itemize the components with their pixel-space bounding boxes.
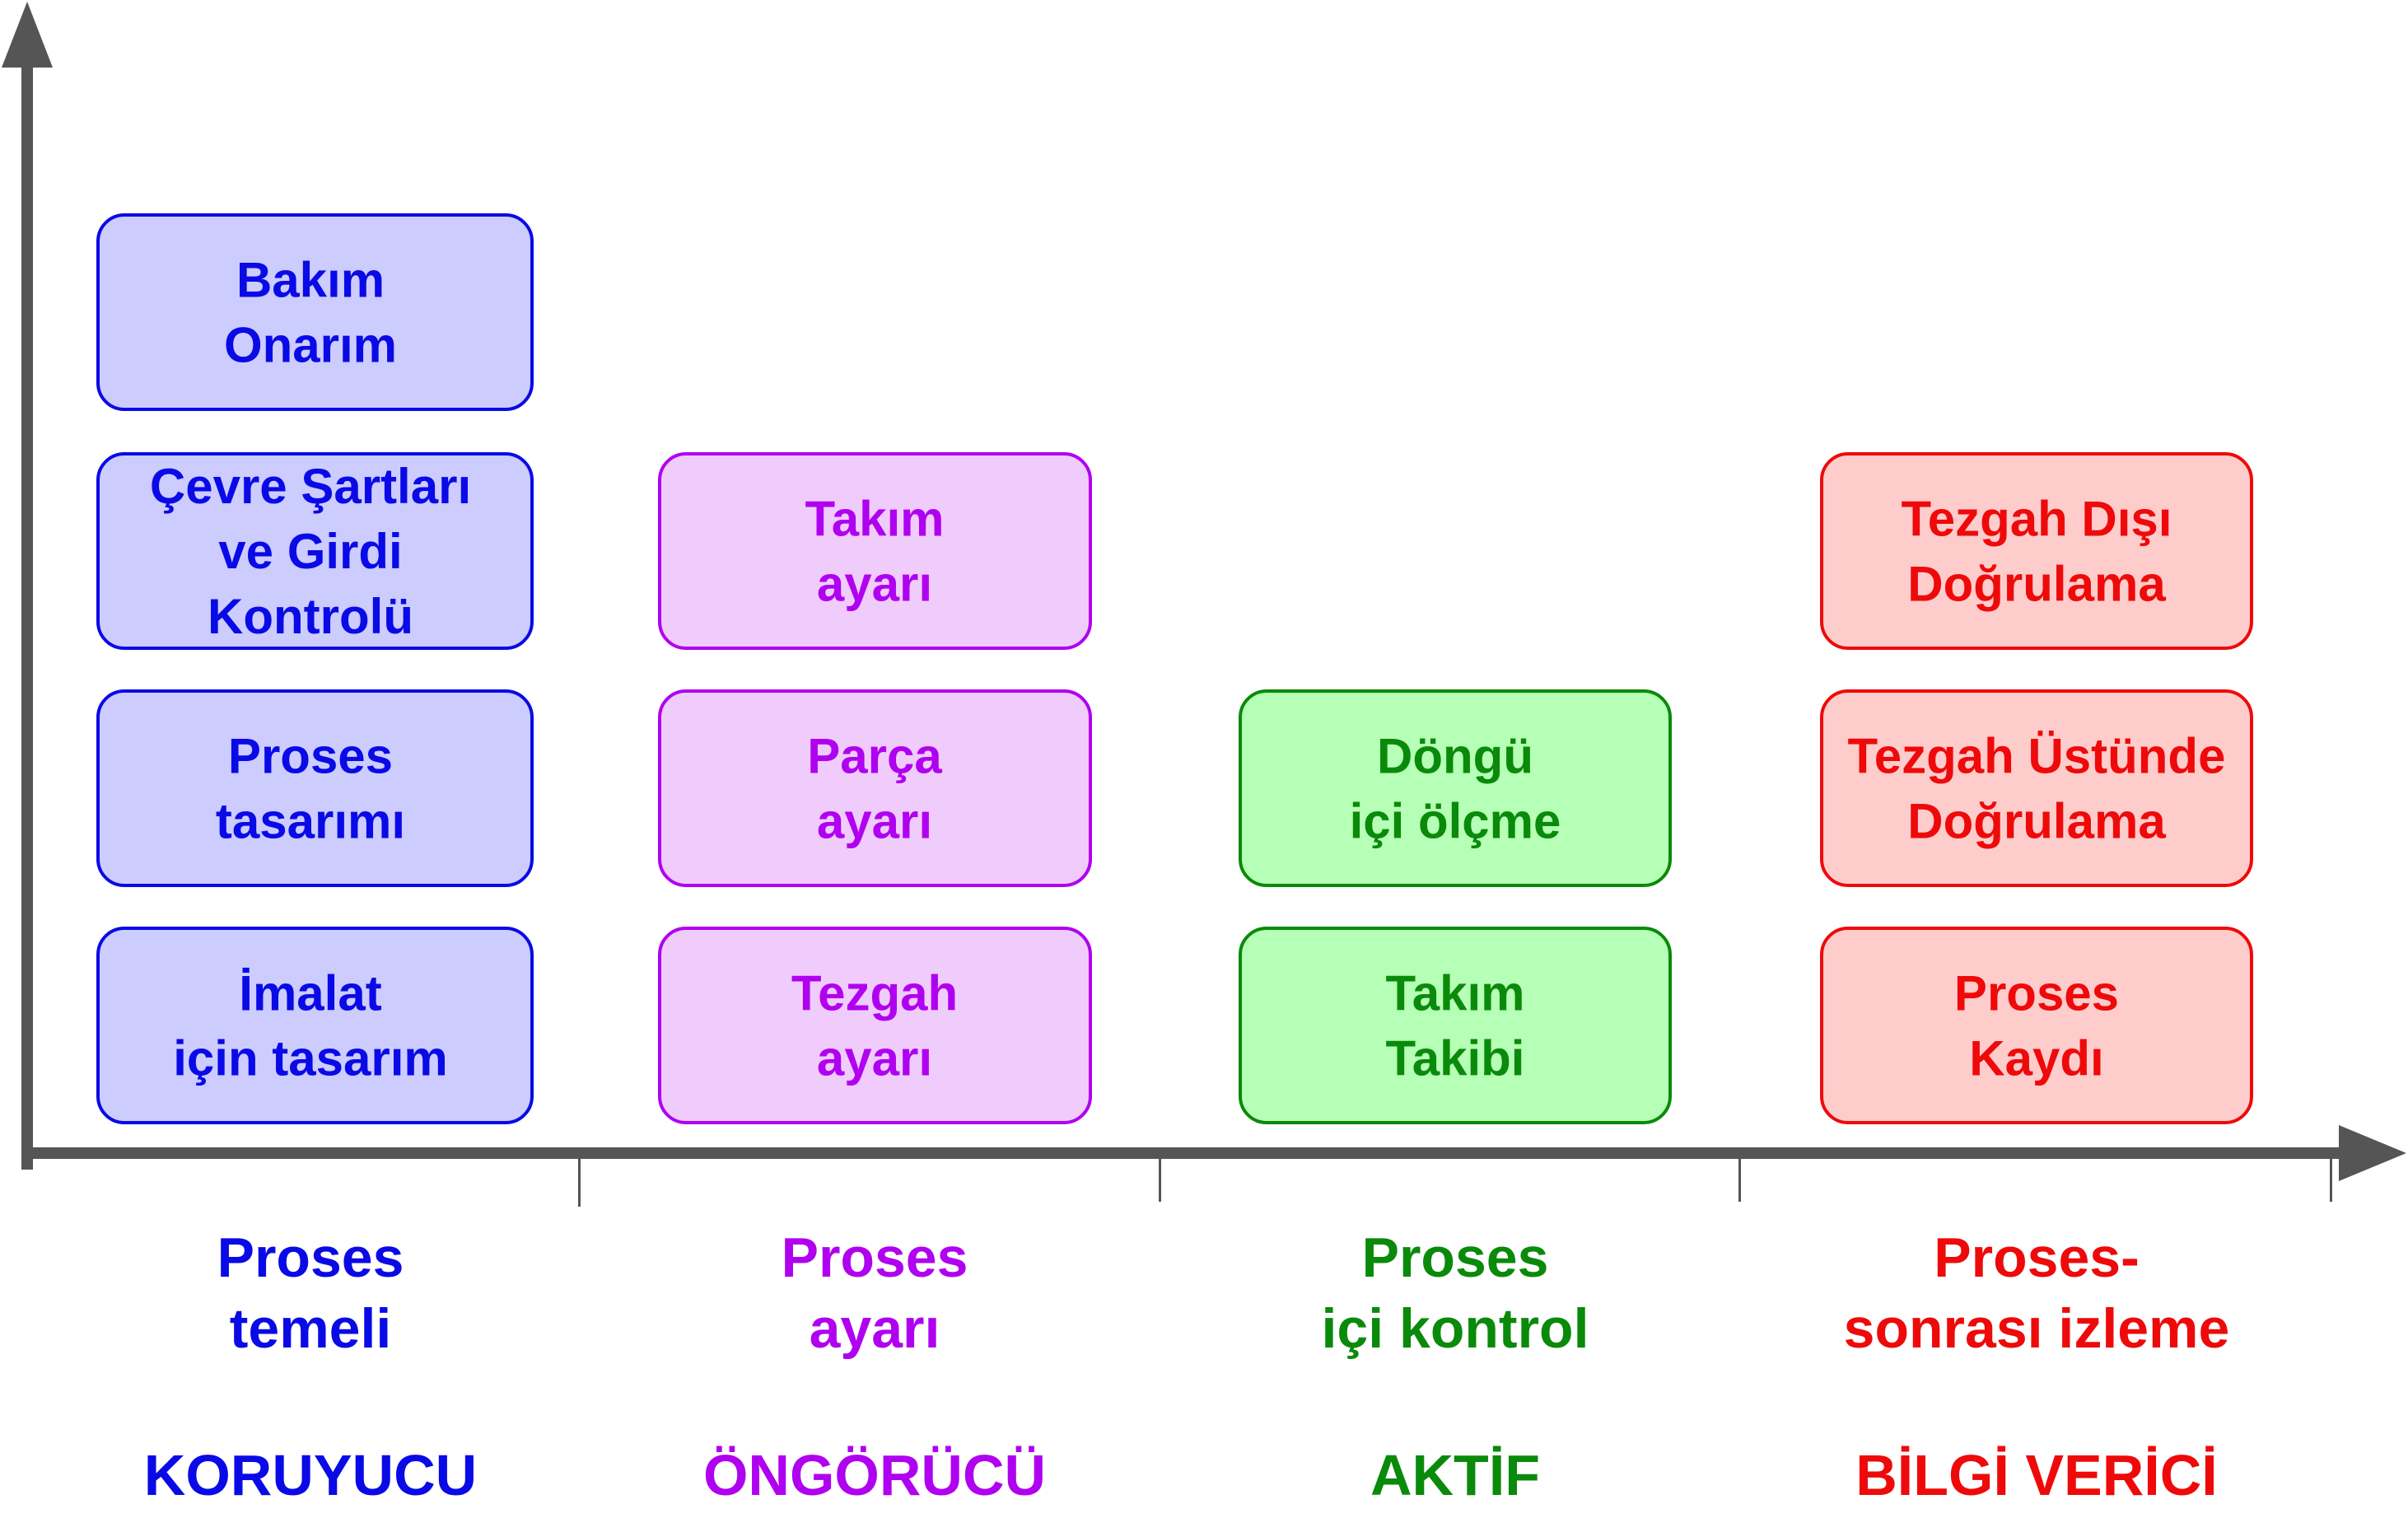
box-text-line: Bakım [236, 253, 385, 308]
box-text-line: Doğrulama [1907, 557, 2166, 612]
x-axis-tick-4 [2330, 1159, 2332, 1202]
box-shape [1820, 689, 2253, 887]
box-text-line: Proses [228, 729, 393, 784]
box-text-line: Proses [1954, 966, 2119, 1021]
box-shape [1820, 927, 2253, 1124]
column-label-temel: Proses [217, 1226, 404, 1289]
column-label-izleme: sonrası izleme [1844, 1297, 2230, 1360]
category-kontrol: AKTİF [1370, 1443, 1540, 1507]
box-shape [658, 689, 1092, 887]
box-text-line: İmalat [239, 966, 381, 1021]
box-text-line: için tasarım [173, 1031, 448, 1086]
box-text-line: içi ölçme [1350, 794, 1561, 849]
box-text-line: Parça [807, 729, 942, 784]
column-label-izleme: Proses- [1934, 1226, 2139, 1289]
column-label-ayar: Proses [782, 1226, 968, 1289]
box-shape [96, 213, 534, 411]
box-shape [658, 927, 1092, 1124]
box-shape [1239, 689, 1672, 887]
box-text-line: ve Girdi [218, 524, 402, 579]
box-ayar-1: Parça ayarı [658, 689, 1092, 887]
box-text-line: ayarı [817, 557, 932, 612]
x-axis-tick-2 [1159, 1159, 1161, 1202]
x-axis-arrowhead [2339, 1125, 2406, 1181]
box-shape [1239, 927, 1672, 1124]
box-temel-3: İmalat için tasarım [96, 927, 534, 1124]
box-text-line: Onarım [224, 318, 397, 373]
box-text-line: Çevre Şartları [150, 459, 471, 514]
box-temel-2: Proses tasarımı [96, 689, 534, 887]
box-text-line: ayarı [817, 794, 932, 849]
box-text-line: Takım [1386, 966, 1525, 1021]
category-temel: KORUYUCU [144, 1443, 477, 1507]
column-label-ayar: ayarı [810, 1297, 940, 1360]
box-text-line: Kaydı [1969, 1031, 2103, 1086]
column-label-kontrol: içi kontrol [1322, 1297, 1589, 1360]
box-text-line: ayarı [817, 1031, 932, 1086]
box-shape [96, 927, 534, 1124]
x-axis-line [21, 1147, 2344, 1159]
column-label-temel: temeli [230, 1297, 392, 1360]
axes [2, 2, 2406, 1207]
box-text-line: Tezgah Dışı [1902, 492, 2172, 547]
category-ayar: ÖNGÖRÜCÜ [703, 1443, 1046, 1507]
category-izleme: BİLGİ VERİCİ [1855, 1443, 2217, 1507]
box-shape [658, 452, 1092, 650]
box-text-line: Tezgah [791, 966, 958, 1021]
y-axis-line [21, 58, 33, 1170]
x-axis-tick-1 [578, 1159, 581, 1207]
y-axis-arrowhead [2, 2, 53, 68]
box-text-line: tasarımı [216, 794, 405, 849]
box-text-line: Takibi [1386, 1031, 1525, 1086]
box-text-line: Doğrulama [1907, 794, 2166, 849]
box-kontrol-0: Döngü içi ölçme [1239, 689, 1672, 887]
box-text-line: Tezgah Üstünde [1848, 729, 2226, 784]
box-text-line: Kontrolü [208, 589, 413, 644]
box-text-line: Takım [805, 492, 945, 547]
box-ayar-0: Takım ayarı [658, 452, 1092, 650]
box-shape [96, 689, 534, 887]
box-text-line: Döngü [1377, 729, 1533, 784]
column-label-kontrol: Proses [1362, 1226, 1549, 1289]
box-shape [1820, 452, 2253, 650]
box-ayar-2: Tezgah ayarı [658, 927, 1092, 1124]
column-ayar: TakımayarıParçaayarıTezgahayarıProsesaya… [658, 452, 1092, 1507]
box-shape [96, 452, 534, 650]
x-axis-tick-3 [1738, 1159, 1741, 1202]
